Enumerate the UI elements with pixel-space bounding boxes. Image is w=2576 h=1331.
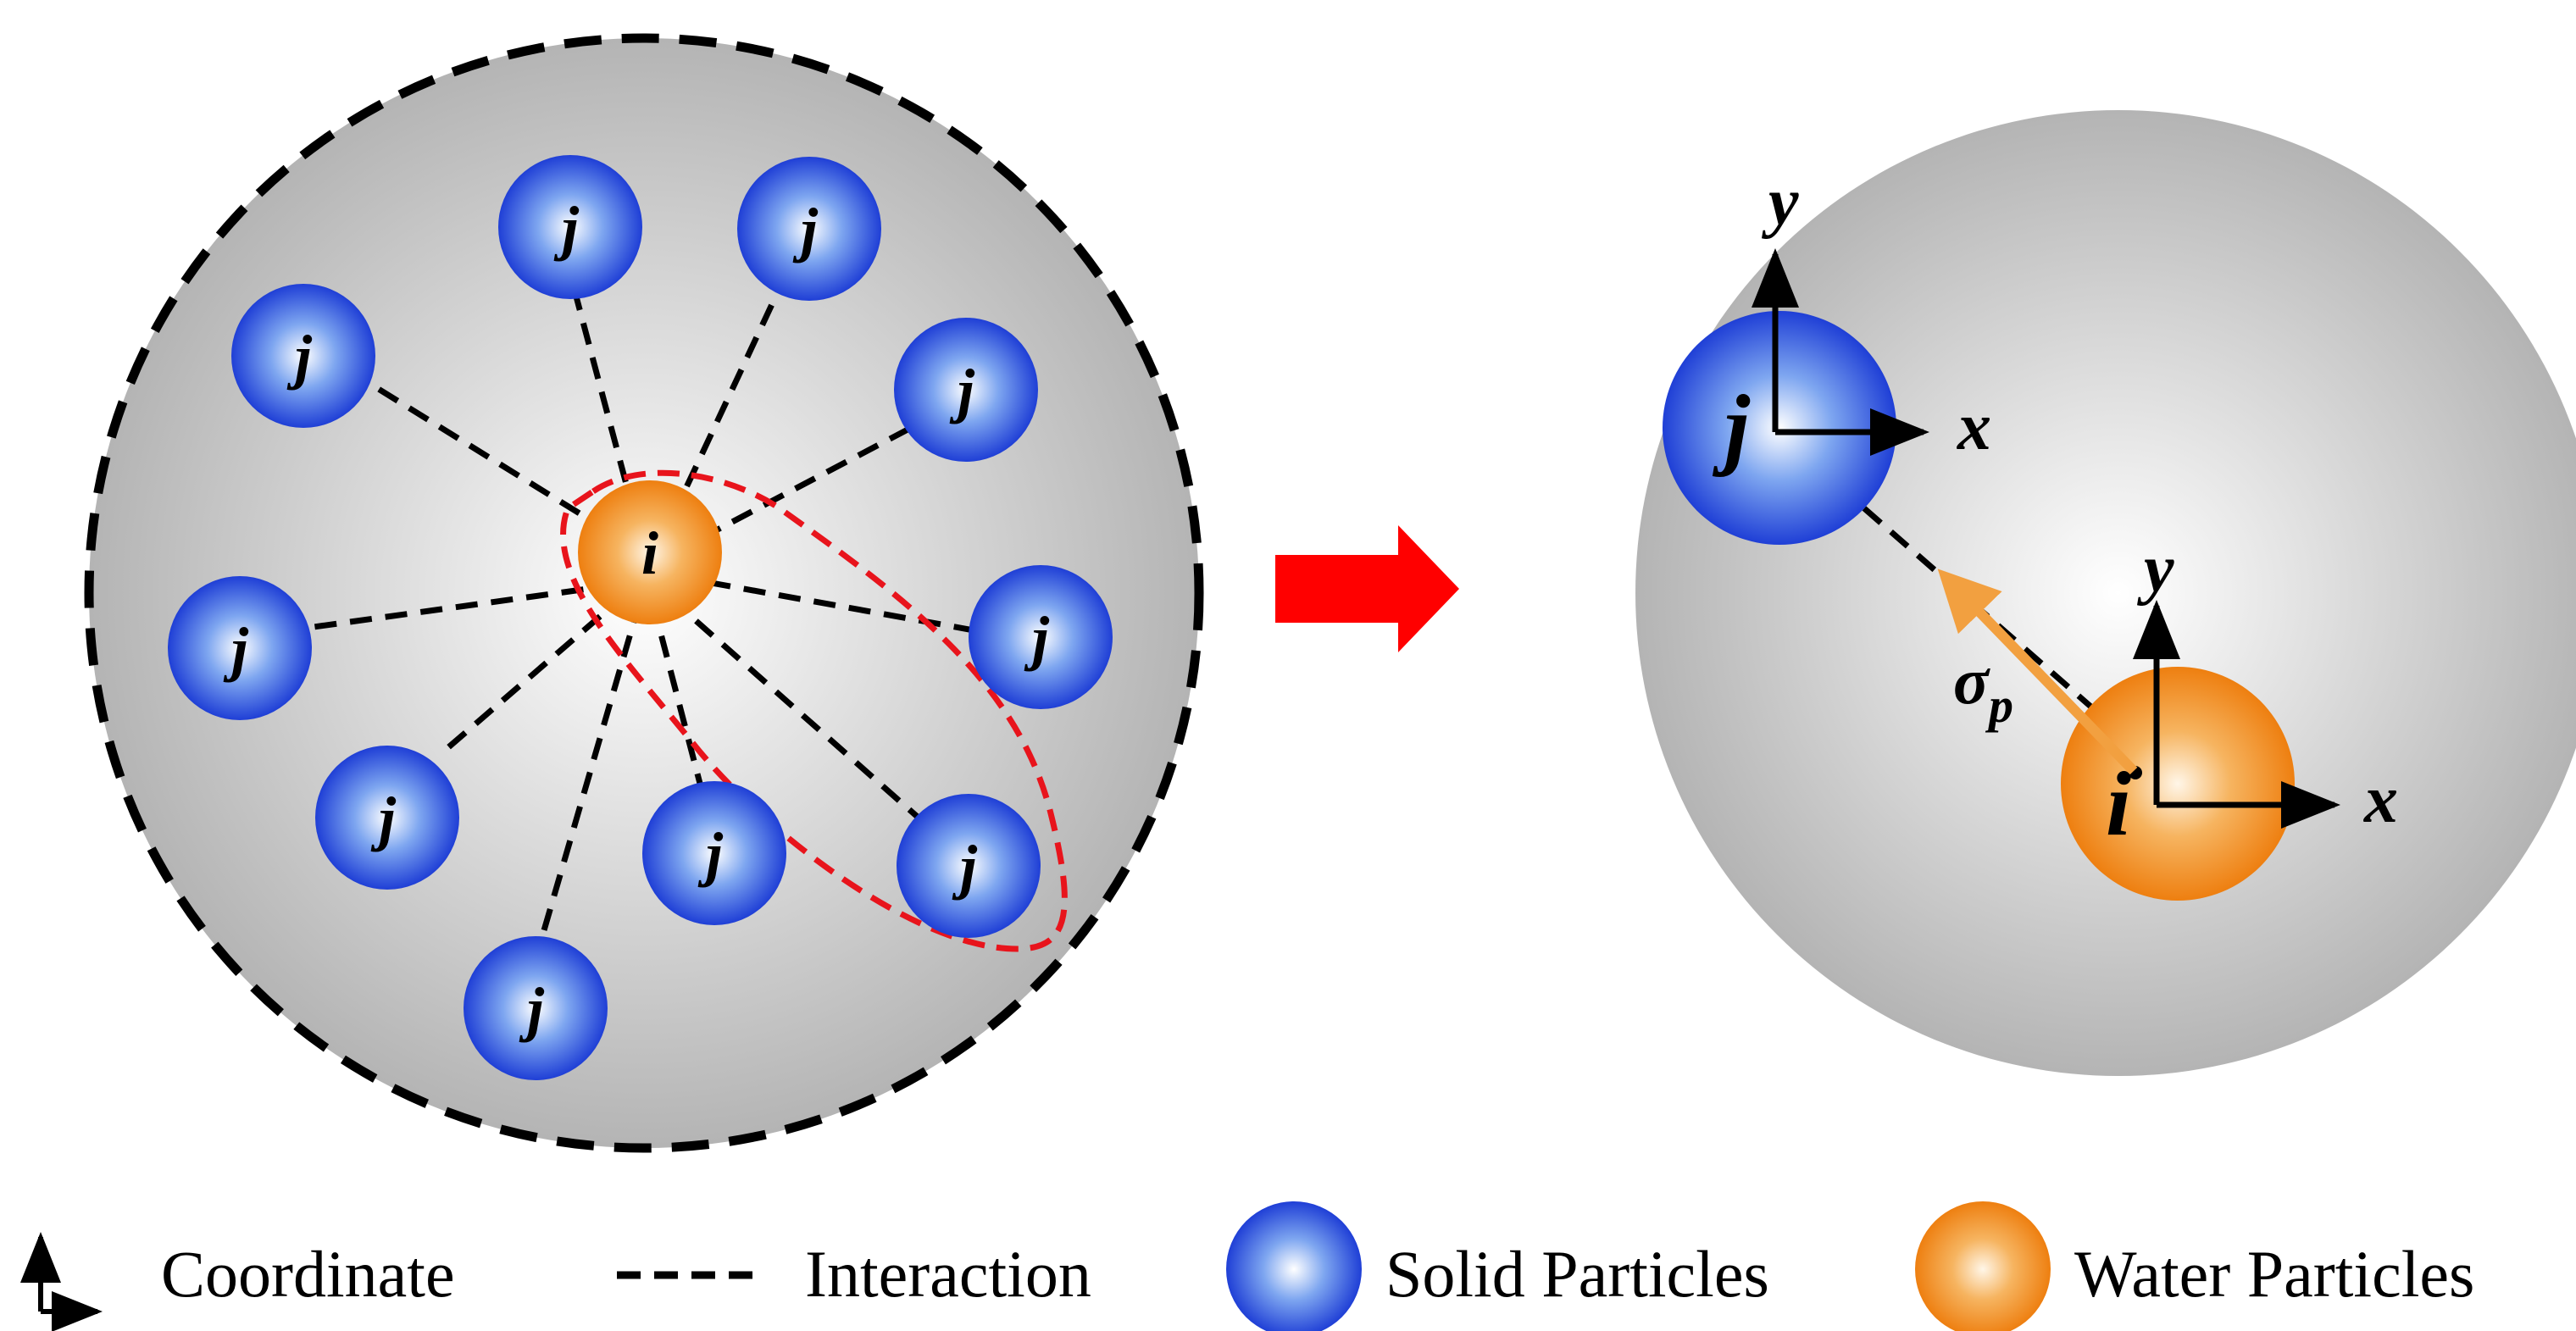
legend-solid: Solid Particles xyxy=(1226,1201,1769,1331)
axis-x-label: x xyxy=(1957,390,1991,464)
solid-particle: j xyxy=(642,781,786,925)
solid-particle: j xyxy=(168,576,312,720)
legend-water: Water Particles xyxy=(1915,1201,2474,1331)
water-particle-center: i xyxy=(578,480,722,624)
legend-water-label: Water Particles xyxy=(2074,1237,2474,1311)
highlight-loop xyxy=(560,469,1068,952)
stress-label: σp xyxy=(1953,644,2013,733)
legend-interaction: Interaction xyxy=(617,1237,1091,1311)
solid-particle: j xyxy=(464,936,608,1080)
interaction-line xyxy=(539,601,643,937)
solid-particle: j xyxy=(231,284,375,428)
legend-coordinate-label: Coordinate xyxy=(161,1237,455,1311)
solid-particle: j xyxy=(894,318,1038,462)
solid-particle: j xyxy=(897,794,1041,938)
transition-arrow xyxy=(1275,525,1459,652)
solid-particles: j j j j j j j j xyxy=(168,155,1113,1080)
interaction-line xyxy=(313,581,619,630)
legend-coordinate: Coordinate xyxy=(19,1232,455,1331)
legend: Coordinate Interaction Solid Particles W… xyxy=(19,1201,2474,1331)
axis-x-label: x xyxy=(2363,763,2398,837)
legend-solid-label: Solid Particles xyxy=(1385,1237,1769,1311)
interaction-line xyxy=(667,595,930,829)
solid-particle: j xyxy=(969,565,1113,709)
legend-water-swatch xyxy=(1915,1201,2051,1331)
axis-y-label: y xyxy=(1761,165,1799,240)
zoom-domain-circle xyxy=(1635,110,2576,1076)
stress-subscript: p xyxy=(1985,678,2013,733)
particle-label: i xyxy=(641,519,658,587)
axes-i xyxy=(2133,600,2340,829)
legend-solid-swatch xyxy=(1226,1201,1362,1331)
stress-arrow xyxy=(1937,568,2138,775)
zoom-solid-particle: j xyxy=(1663,311,1896,545)
zoom-water-particle: i xyxy=(2061,667,2295,901)
solid-particle: j xyxy=(737,157,881,301)
stress-symbol: σ xyxy=(1953,644,1990,718)
solid-particle: j xyxy=(315,746,459,890)
axes-j xyxy=(1752,248,1929,456)
legend-interaction-label: Interaction xyxy=(805,1237,1091,1311)
solid-particle: j xyxy=(498,155,642,299)
